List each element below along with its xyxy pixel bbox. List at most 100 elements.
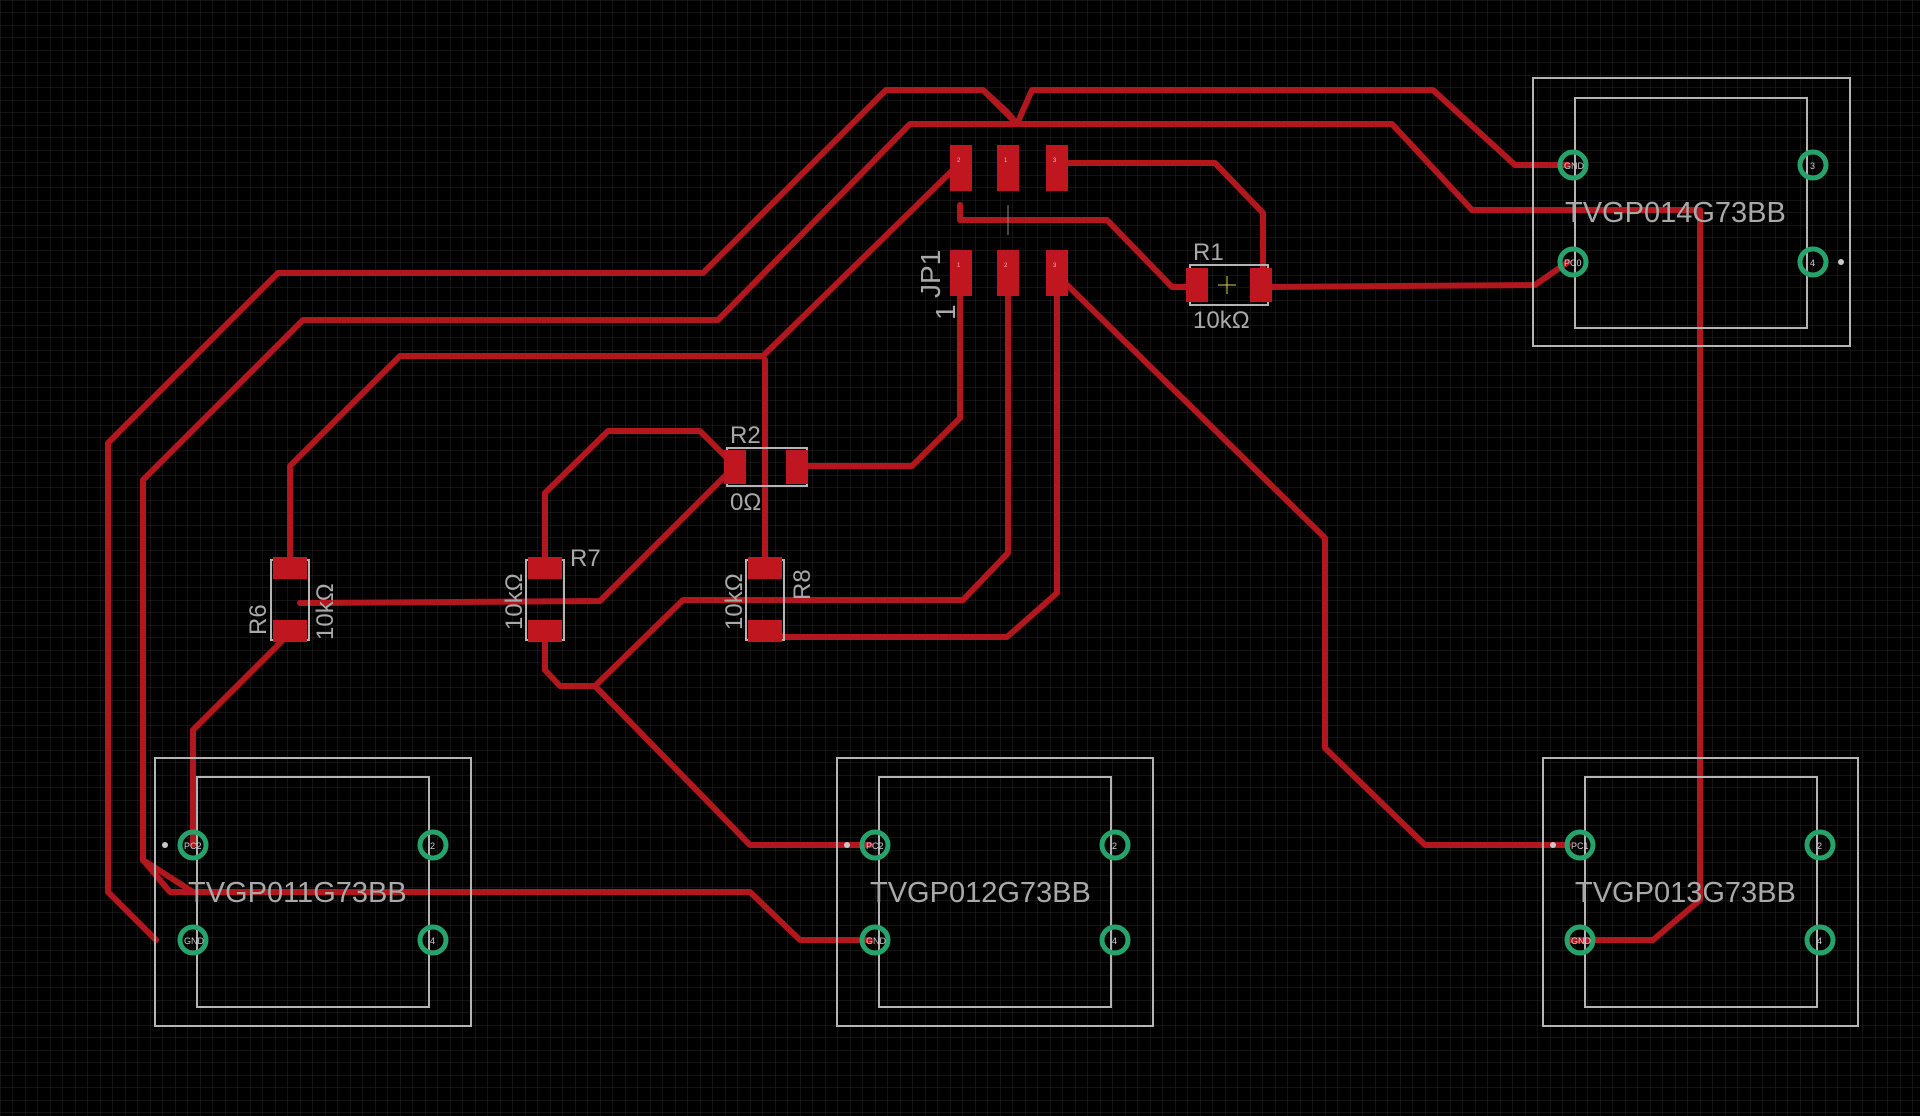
smd-pad [1046,145,1068,191]
smd-pad [950,145,972,191]
pin-label: 2 [1817,841,1822,851]
sensor-inner-outline [196,776,430,1008]
trace [1260,259,1571,290]
resistor-r6: R6 10kΩ [245,557,339,642]
resistor-value: 10kΩ [721,573,748,630]
trace [140,857,873,943]
resistor-r1: R1 10kΩ [1186,239,1272,334]
resistor-ref: R8 [789,569,816,600]
pad-label: 1 [957,263,961,269]
sensor-footprint: PC1 2 GND 4 TVGP013G73BB [1542,757,1859,1027]
smd-pad [748,620,782,642]
copper-traces [105,87,1703,943]
pin-pad [177,829,209,861]
sensor-footprint: GND 3 PC0 4 TVGP014G73BB [1532,77,1851,347]
pin-pad [1797,246,1829,278]
pin-pad [1804,924,1836,956]
pad-label: 2 [957,158,961,164]
resistor-r8: R8 10kΩ [721,557,816,642]
pin-pad [417,829,449,861]
trace [797,260,963,469]
trace [542,630,873,848]
pin-pad [1557,149,1589,181]
origin-dot [844,842,850,848]
trace [957,202,1195,290]
sensor-label: TVGP013G73BB [1575,877,1796,909]
pad-label: 3 [1053,263,1057,269]
pin-label: GND [184,936,205,946]
pin-label: 4 [430,936,435,946]
trace [762,260,1060,640]
pin-pad [1564,924,1596,956]
trace [287,160,963,566]
origin-dot [1550,842,1556,848]
trace [542,428,738,566]
sensor-label: TVGP012G73BB [870,877,1091,909]
sensor-outer-outline [836,757,1154,1027]
pin-label: 2 [430,841,435,851]
sensor-inner-outline [878,776,1112,1008]
smd-pad [786,450,808,484]
pin-pad [1797,149,1829,181]
pin-label: PC2 [184,841,202,851]
smd-pad [273,620,307,642]
pin-label: 4 [1112,936,1117,946]
sensor-inner-outline [1574,97,1808,329]
pin-pad [859,924,891,956]
smd-pad [1250,268,1272,302]
header-name: JP1 [915,250,946,298]
trace [980,87,1020,127]
resistor-value: 10kΩ [312,583,339,640]
resistor-r7: R7 10kΩ [501,545,601,642]
origin-dot [162,842,168,848]
resistor-value: 10kΩ [1193,307,1250,334]
resistor-ref: R2 [730,422,761,449]
sensor-footprint: PC2 2 GND 4 TVGP011G73BB [154,757,472,1027]
pin-pad [177,924,209,956]
resistor-r2: R2 0Ω [724,422,808,516]
pin-label: PC2 [866,841,884,851]
smd-pad [748,557,782,579]
trace [762,260,1011,603]
pin-pad [417,924,449,956]
trace [190,630,293,848]
pin-pad [1564,829,1596,861]
sensor-footprint: PC2 2 GND 4 TVGP012G73BB [836,757,1154,1027]
smd-pad [724,450,746,484]
sensor-outer-outline [1532,77,1851,347]
pad-label: 3 [1053,158,1057,164]
sensor-inner-outline [1584,776,1818,1008]
trace [592,597,768,689]
resistor-ref: R6 [245,604,272,635]
pin-pad [859,829,891,861]
trace [105,87,1571,943]
trace [297,463,738,606]
trace [1054,272,1571,848]
pin-pad [1557,246,1589,278]
pin-label: 2 [1112,841,1117,851]
pin-label: 4 [1810,258,1815,268]
smd-pad [528,620,562,642]
sensor-label: TVGP011G73BB [188,877,407,909]
sensor-outer-outline [154,757,472,1027]
trace [1054,160,1266,290]
pad-label: 2 [1004,263,1008,269]
smd-pad [1046,250,1068,296]
pin-pad [1099,924,1131,956]
resistor-value: 10kΩ [501,573,528,630]
smd-pad [950,250,972,296]
resistor-ref: R7 [570,545,601,572]
header-jp1: 2 1 3 1 2 3 JP1 1 [915,145,1068,320]
resistor-ref: R1 [1193,239,1224,266]
smd-pad [1186,268,1208,302]
sensor-outer-outline [1542,757,1859,1027]
pin-pad [1804,829,1836,861]
pin-label: 4 [1817,936,1822,946]
smd-pad [997,250,1019,296]
resistor-value: 0Ω [730,489,761,516]
pin-label: GND [1564,161,1585,171]
pad-label: 1 [1004,158,1008,164]
pin-label: PC1 [1571,841,1589,851]
smd-pad [997,145,1019,191]
